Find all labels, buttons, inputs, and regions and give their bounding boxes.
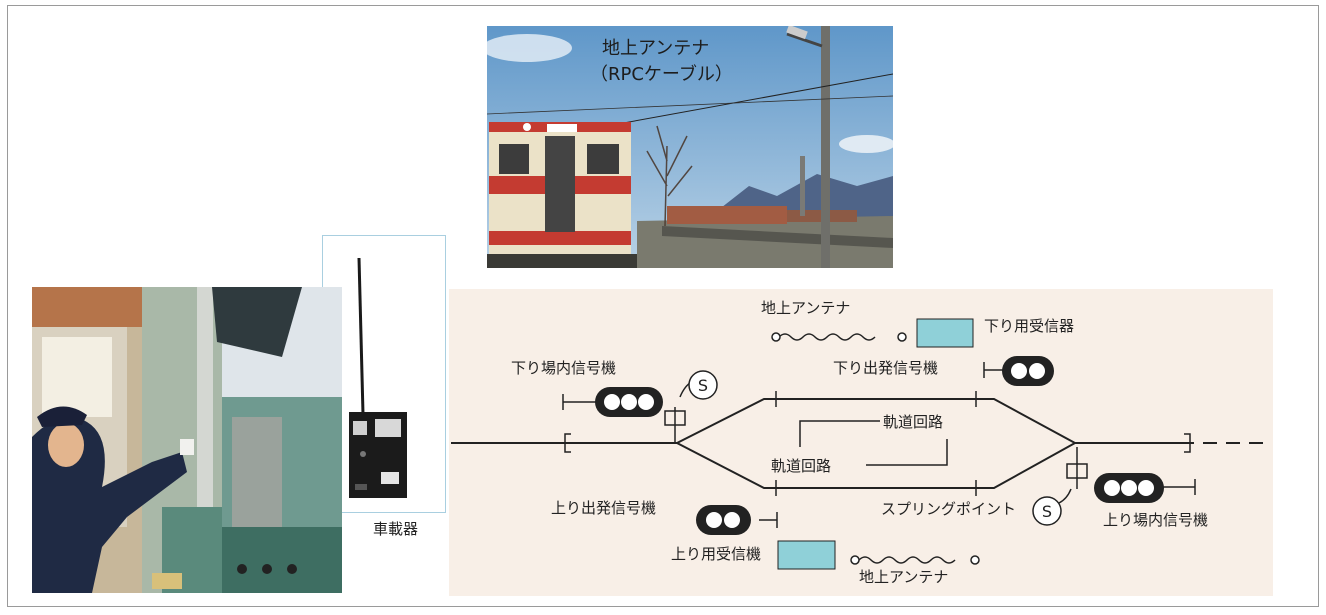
antenna-caption-line2: （RPCケーブル） <box>590 64 733 85</box>
signal-down-home <box>595 387 663 417</box>
down-home-signal-label: 下り場内信号機 <box>511 359 617 377</box>
signal-up-depart <box>696 505 751 535</box>
upper-track <box>676 398 1076 444</box>
up-home-signal-label: 上り場内信号機 <box>1103 511 1209 529</box>
track-circuit-upper-label: 軌道回路 <box>883 413 944 431</box>
switch-letter-left: S <box>698 376 708 395</box>
signal-down-depart <box>1002 356 1054 386</box>
driver-cab-photo <box>32 287 342 593</box>
antenna-caption-line1: 地上アンテナ <box>602 38 710 59</box>
switch-symbol-left <box>688 370 718 400</box>
spring-point-label: スプリングポイント <box>881 500 1017 518</box>
antenna-bottom-label: 地上アンテナ <box>859 568 949 586</box>
onboard-device-photo <box>322 235 446 513</box>
antenna-top-label: 地上アンテナ <box>761 299 851 317</box>
up-receiver-label: 上り用受信機 <box>671 545 762 563</box>
switch-symbol-right <box>1032 496 1062 526</box>
up-receiver-box <box>777 540 836 570</box>
down-receiver-box <box>916 318 974 348</box>
up-depart-signal-label: 上り出発信号機 <box>551 499 657 517</box>
switch-letter-right: S <box>1042 502 1052 521</box>
train-antenna-photo <box>487 26 893 268</box>
signal-up-home <box>1094 473 1164 503</box>
down-depart-signal-label: 下り出発信号機 <box>833 359 939 377</box>
down-receiver-label: 下り用受信器 <box>984 317 1075 335</box>
station-schematic: S S 地上アンテナ 下り用受信器 下り場内信号機 <box>449 289 1273 596</box>
onboard-device-label: 車載器 <box>373 520 419 538</box>
lower-track <box>676 442 1076 489</box>
figure-frame <box>7 5 1319 607</box>
track-circuit-lower-label: 軌道回路 <box>771 457 832 475</box>
